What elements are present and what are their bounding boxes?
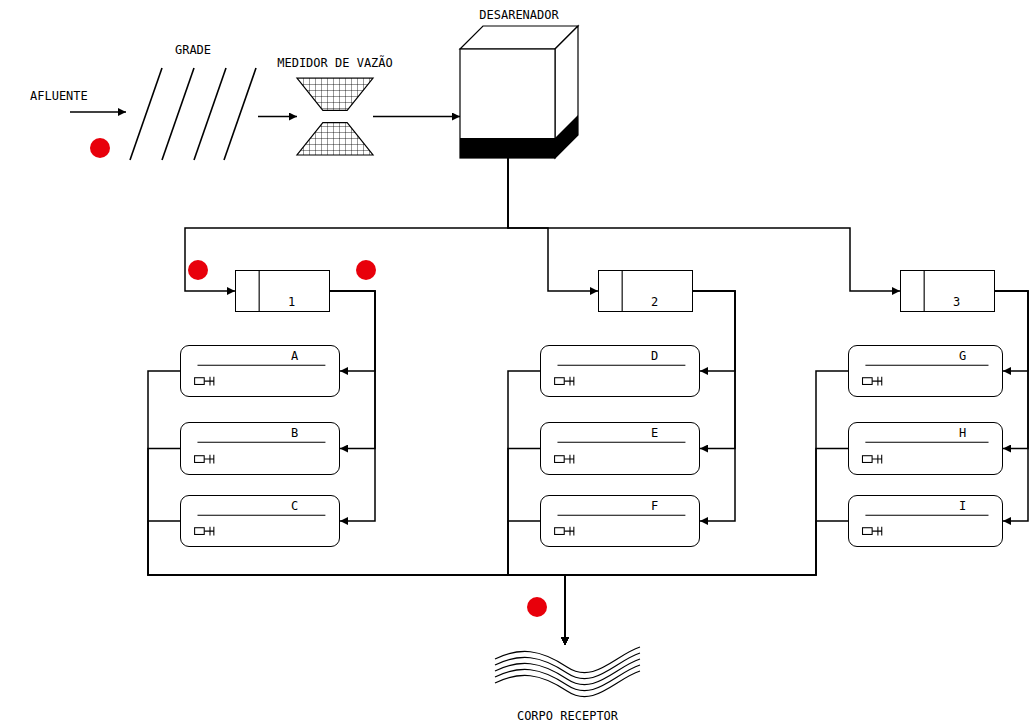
grit-chamber: DESARENADOR <box>460 26 578 158</box>
aeration-tank: D <box>540 345 700 397</box>
aeration-tank: F <box>540 495 700 547</box>
settling-tank-outline <box>236 271 329 311</box>
sampling-point <box>188 260 208 280</box>
aeration-tank: B <box>180 422 340 475</box>
stream-label: AFLUENTE <box>30 90 88 103</box>
settling-tank: 3 <box>900 270 995 312</box>
settling-tank-outline <box>599 271 692 311</box>
tank-letter: F <box>651 500 658 513</box>
flow-connector <box>508 158 598 291</box>
flow-connector <box>693 291 735 521</box>
receiving-water: CORPO RECEPTOR <box>495 645 640 700</box>
sampling-point <box>527 597 547 617</box>
settling-tank: 2 <box>598 270 693 312</box>
tank-letter: D <box>651 350 658 363</box>
unit-label: MEDIDOR DE VAZÃO <box>277 57 393 70</box>
tank-letter: B <box>291 427 298 440</box>
inflow-arrow <box>70 111 126 113</box>
unit-label: CORPO RECEPTOR <box>517 710 618 723</box>
aeration-tank-outline <box>541 423 699 474</box>
tank-letter: G <box>959 350 966 363</box>
tank-letter: H <box>959 427 966 440</box>
screen-symbol-outline <box>128 65 258 162</box>
settling-tank-outline <box>901 271 994 311</box>
aeration-tank-outline <box>849 423 1002 474</box>
receiving-water-outline <box>495 645 640 700</box>
flow-connector <box>995 291 1028 521</box>
unit-label: GRADE <box>175 44 211 57</box>
tank-number: 3 <box>953 296 960 309</box>
aeration-tank: H <box>848 422 1003 475</box>
aeration-tank-outline <box>849 496 1002 546</box>
flow-connector <box>330 291 375 521</box>
sampling-point <box>356 260 376 280</box>
flow-meter: MEDIDOR DE VAZÃO <box>297 78 373 155</box>
flow-connector <box>508 158 900 291</box>
flow-connector <box>148 371 565 645</box>
tank-letter: E <box>651 427 658 440</box>
aeration-tank-outline <box>181 496 339 546</box>
sampling-point <box>90 138 110 158</box>
flow-meter-outline <box>297 78 373 155</box>
tank-letter: C <box>291 500 298 513</box>
tank-letter: I <box>959 500 966 513</box>
aeration-tank: E <box>540 422 700 475</box>
aeration-tank: A <box>180 345 340 397</box>
flow-connector <box>185 158 508 291</box>
aeration-tank: I <box>848 495 1003 547</box>
tank-letter: A <box>291 350 298 363</box>
aeration-tank-outline <box>541 346 699 396</box>
aeration-tank-outline <box>181 346 339 396</box>
tank-number: 2 <box>651 296 658 309</box>
unit-label: DESARENADOR <box>479 9 558 22</box>
flow-connector <box>258 116 297 118</box>
tank-number: 1 <box>288 296 295 309</box>
grit-chamber-outline <box>460 26 578 158</box>
screen-symbol: GRADE <box>128 65 258 162</box>
aeration-tank-outline <box>181 423 339 474</box>
aeration-tank: G <box>848 345 1003 397</box>
aeration-tank-outline <box>541 496 699 546</box>
flow-connector <box>148 449 565 646</box>
aeration-tank-outline <box>849 346 1002 396</box>
settling-tank: 1 <box>235 270 330 312</box>
flow-connector <box>373 116 460 118</box>
aeration-tank: C <box>180 495 340 547</box>
